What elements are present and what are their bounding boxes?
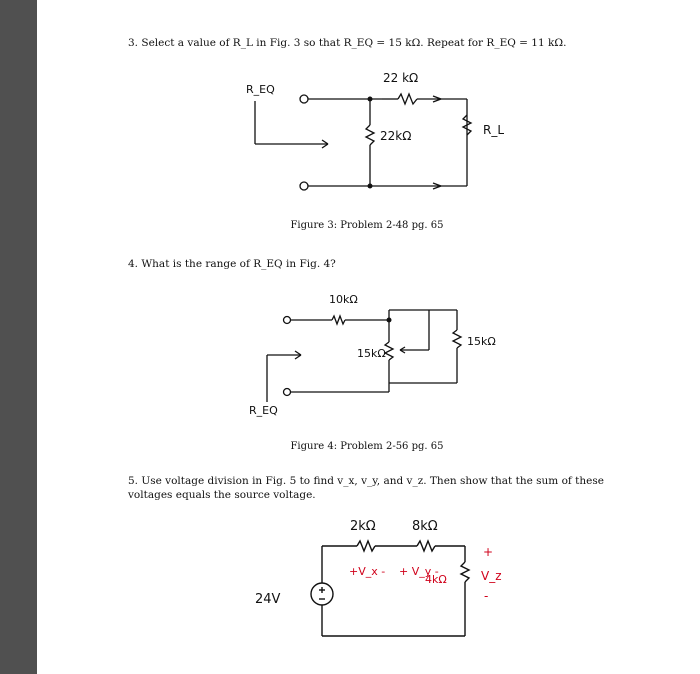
fig3-r-mid-label: 22kΩ xyxy=(380,129,411,143)
problem-5: 5. Use voltage division in Fig. 5 to fin… xyxy=(128,474,648,502)
fig3-rl-label: R_L xyxy=(483,123,504,137)
problem-4-number: 4. xyxy=(128,258,139,270)
problem-3: 3. Select a value of R_L in Fig. 3 so th… xyxy=(128,36,668,50)
problem-4: 4. What is the range of R_EQ in Fig. 4? xyxy=(128,257,668,271)
figure-3-caption: Figure 3: Problem 2-48 pg. 65 xyxy=(290,220,444,231)
fig5-vy-label: + V_y - xyxy=(399,565,439,578)
fig4-r-top-label: 10kΩ xyxy=(329,293,358,306)
fig5-source-label: 24V xyxy=(255,592,281,607)
problem-3-number: 3. xyxy=(128,37,139,49)
problem-4-text: What is the range of R_EQ in Fig. 4? xyxy=(141,258,336,270)
problem-5-text: Use voltage division in Fig. 5 to find v… xyxy=(128,475,604,501)
document-page: 3. Select a value of R_L in Fig. 3 so th… xyxy=(37,0,700,674)
fig4-r-right-label: 15kΩ xyxy=(467,335,496,348)
fig5-r1-label: 2kΩ xyxy=(350,519,376,534)
problem-5-number: 5. xyxy=(128,475,139,487)
figure-4-caption: Figure 4: Problem 2-56 pg. 65 xyxy=(290,441,444,452)
figure-4-circuit: 10kΩ 15kΩ 15kΩ R_EQ xyxy=(249,293,496,417)
left-dark-bar xyxy=(0,0,37,674)
fig3-r-top-label: 22 kΩ xyxy=(383,71,418,85)
fig4-r-mid-label: 15kΩ xyxy=(357,347,386,360)
fig5-vz-minus: - xyxy=(484,589,488,603)
fig5-r3-label: 4kΩ xyxy=(425,573,447,586)
fig5-vz-plus: + xyxy=(483,545,493,559)
figure-5-circuit: 2kΩ 8kΩ 4kΩ 24V +V_x - + V_y - + V_z - xyxy=(255,519,502,637)
fig4-req-label: R_EQ xyxy=(249,404,278,417)
fig5-r2-label: 8kΩ xyxy=(412,519,438,534)
problem-3-text: Select a value of R_L in Fig. 3 so that … xyxy=(141,37,567,49)
fig3-req-label: R_EQ xyxy=(246,83,275,96)
fig5-vz-label: V_z xyxy=(481,569,502,583)
fig5-vx-label: +V_x - xyxy=(349,565,385,578)
figure-3-circuit: R_EQ 22 kΩ 22kΩ R_L xyxy=(246,71,504,191)
